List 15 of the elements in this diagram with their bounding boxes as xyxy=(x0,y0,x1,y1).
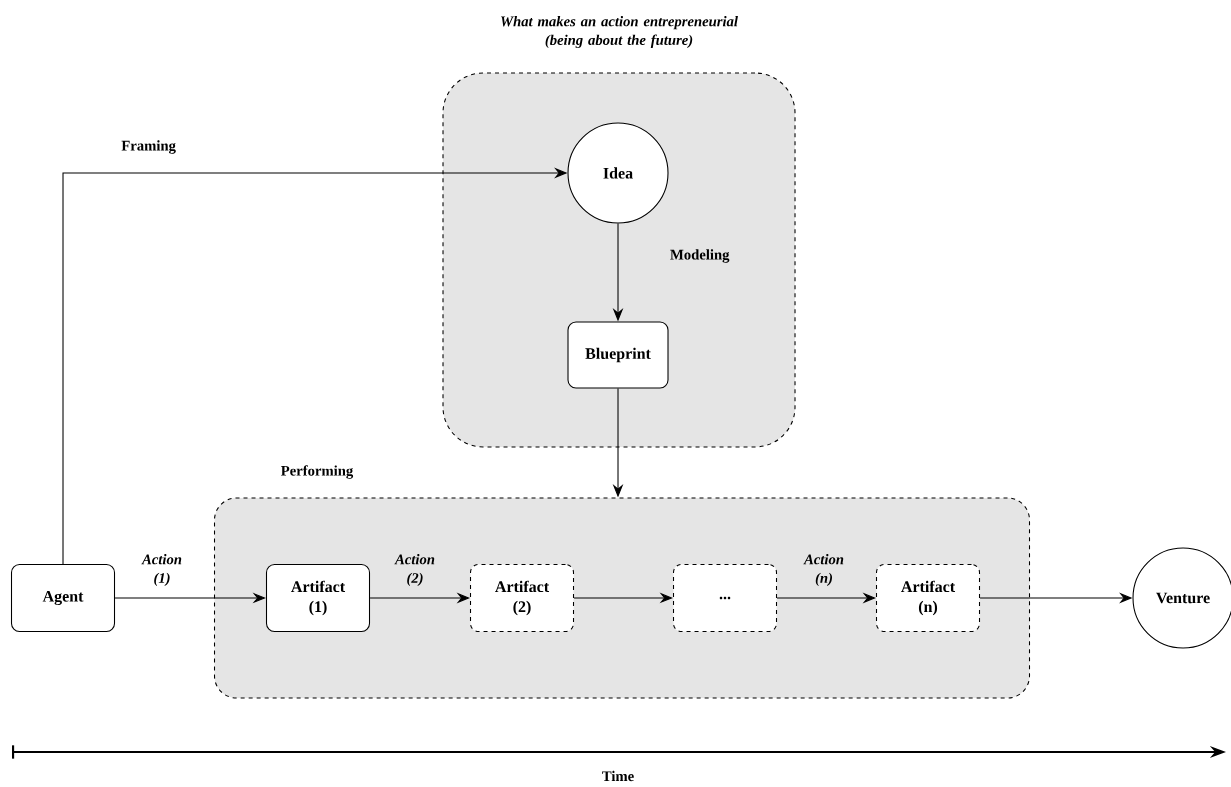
process-box: Artifact (n) xyxy=(875,563,981,633)
group-heading: What makes an action entrepreneurial (being about the future) xyxy=(501,16,738,48)
edge-label: Action (n) xyxy=(803,554,844,586)
process-box: Blueprint xyxy=(567,321,669,389)
edge-label: Modeling xyxy=(670,249,730,263)
process-box: Artifact (2) xyxy=(469,563,575,633)
edge-label: Action (1) xyxy=(141,554,182,586)
process-box: ... xyxy=(672,563,778,633)
axis-label: Time xyxy=(602,770,634,782)
process-box: Artifact (1) xyxy=(265,563,371,633)
circle-node: Idea xyxy=(567,122,669,224)
process-box: Agent xyxy=(10,563,116,633)
edge-label: Framing xyxy=(121,140,176,154)
edge-label: Action (2) xyxy=(394,554,435,586)
group-heading: Performing xyxy=(281,465,354,479)
